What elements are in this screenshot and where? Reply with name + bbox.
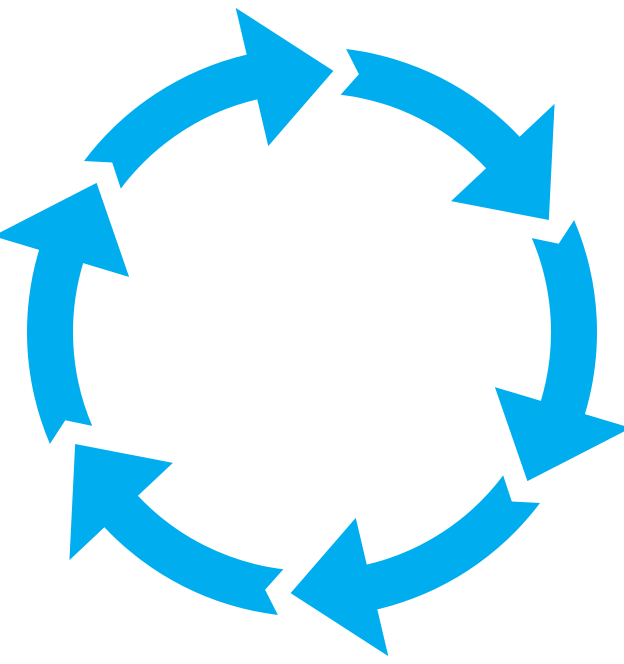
curved-arrow-icon bbox=[340, 49, 555, 220]
curved-arrow-icon bbox=[290, 475, 540, 657]
curved-arrow-icon bbox=[0, 182, 130, 444]
arrows-layer bbox=[0, 7, 624, 657]
curved-arrow-icon bbox=[69, 444, 284, 615]
curved-arrow-icon bbox=[494, 220, 624, 482]
curved-arrow-icon bbox=[84, 7, 334, 189]
